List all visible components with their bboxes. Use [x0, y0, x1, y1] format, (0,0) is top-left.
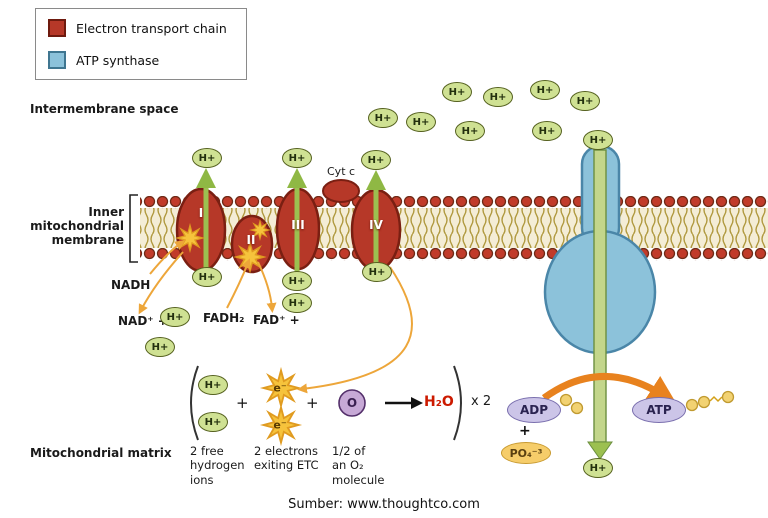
adp-plus-sign: +	[519, 423, 531, 439]
hplus-ion: H+	[160, 307, 190, 327]
source-credit: Sumber: www.thoughtco.com	[288, 497, 480, 512]
hplus-ion: H+	[282, 271, 312, 291]
hplus-ion: H+	[192, 148, 222, 168]
hplus-ion: H+	[192, 267, 222, 287]
proton-channel	[593, 149, 607, 443]
hplus-ion: H+	[442, 82, 472, 102]
h2o-label: H₂O	[424, 394, 454, 410]
legend-item-etc: Electron transport chain	[48, 19, 234, 37]
etc-color-swatch	[48, 19, 66, 37]
cytochrome-c-protein	[322, 179, 360, 203]
inner-membrane-label: Inner mitochondrial membrane	[30, 205, 124, 247]
hplus-ion: H+	[362, 262, 392, 282]
hplus-ion: H+	[361, 150, 391, 170]
proton-channel-arrowhead	[587, 441, 613, 460]
hplus-ion: H+	[406, 112, 436, 132]
phosphate-molecule: PO₄⁻³	[501, 442, 551, 464]
hplus-ion: H+	[570, 91, 600, 111]
hplus-ion: H+	[532, 121, 562, 141]
membrane-bracket	[129, 194, 138, 263]
hplus-ion: H+	[483, 87, 513, 107]
legend-label-etc: Electron transport chain	[76, 20, 227, 36]
caption-free-hydrogen: 2 free hydrogen ions	[190, 444, 245, 487]
nadh-label: NADH	[111, 278, 151, 292]
electron-starburst-complex1	[176, 224, 204, 252]
membrane-heads-top	[140, 196, 768, 209]
electron-arrow-fadh2-to-complex2	[226, 258, 251, 309]
hplus-ion: H+	[583, 458, 613, 478]
caption-oxygen: 1/2 of an O₂ molecule	[332, 444, 385, 487]
reaction-plus-2: +	[306, 394, 319, 412]
reaction-paren-open	[190, 365, 199, 441]
electron-arrow-complex4-to-matrix	[297, 266, 413, 394]
caption-electrons: 2 electrons exiting ETC	[254, 444, 319, 473]
adp-molecule: ADP	[507, 397, 561, 423]
mitochondrial-matrix-label: Mitochondrial matrix	[30, 446, 172, 460]
hplus-ion: H+	[583, 130, 613, 150]
hplus-ion: H+	[198, 412, 228, 432]
phosphorylation-arrow	[541, 373, 677, 405]
electron-label-1: e⁻	[273, 381, 287, 395]
times-two-label: x 2	[471, 394, 492, 409]
adp-phosphate-groups	[559, 393, 584, 415]
fad-plus-label: FAD⁺ +	[253, 313, 300, 327]
high-energy-bond-squiggle	[709, 395, 723, 403]
electron-label-2: e⁻	[273, 418, 287, 432]
intermembrane-space-label: Intermembrane space	[30, 102, 179, 116]
hplus-ion: H+	[455, 121, 485, 141]
hplus-ion: H+	[282, 293, 312, 313]
legend: Electron transport chain ATP synthase	[35, 8, 247, 80]
hplus-ion: H+	[145, 337, 175, 357]
atp-synthase-color-swatch	[48, 51, 66, 69]
hplus-ion: H+	[282, 148, 312, 168]
reaction-plus-1: +	[236, 394, 249, 412]
complex-2-label: II	[246, 233, 256, 247]
hplus-ion: H+	[530, 80, 560, 100]
electron-arrow-complex1-to-nad	[138, 251, 184, 315]
hplus-ion: H+	[368, 108, 398, 128]
legend-label-atp-synthase: ATP synthase	[76, 52, 160, 68]
hplus-ion: H+	[198, 375, 228, 395]
complex-I	[175, 187, 227, 273]
oxygen-molecule-circle	[338, 389, 366, 417]
reaction-paren-close	[453, 365, 462, 441]
complex-4-label: IV	[369, 218, 383, 232]
electron-arrow-nadh-to-complex1	[149, 240, 186, 275]
legend-item-atp-synthase: ATP synthase	[48, 51, 234, 69]
complex-3-label: III	[291, 218, 305, 232]
complex-1-label: I	[198, 206, 204, 220]
nad-plus-label: NAD⁺ +	[118, 314, 168, 328]
fadh2-label: FADH₂	[203, 311, 245, 325]
atp-phosphate-groups	[685, 390, 735, 412]
oxygen-label: O	[346, 396, 358, 410]
cytochrome-c-label: Cyt c	[327, 165, 356, 178]
electron-arrow-complex2-to-fad	[257, 261, 277, 313]
atp-molecule: ATP	[632, 397, 686, 423]
